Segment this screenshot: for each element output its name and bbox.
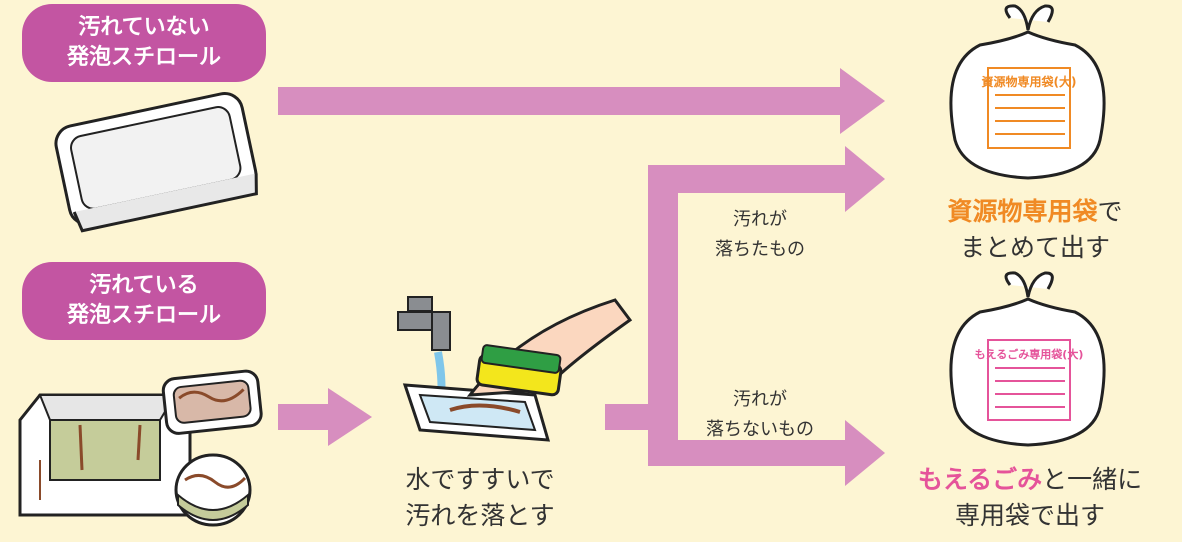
arrow-clean-to-resource (278, 68, 885, 134)
resource-highlight: 資源物専用袋 (947, 197, 1098, 226)
burnable-destination-line2: 専用袋で出す (954, 501, 1105, 530)
burnable-bag-illustration: もえるごみ専用袋(大) (949, 271, 1106, 447)
resource-destination-label: 資源物専用袋で まとめて出す (910, 194, 1160, 266)
clean-pill-line1: 汚れていない (78, 15, 210, 40)
branch-clean-line1: 汚れが (733, 209, 787, 230)
arrow-dirty-to-wash (278, 388, 372, 446)
resource-destination-line2: まとめて出す (959, 233, 1110, 262)
branch-dirty-line2: 落ちないもの (706, 419, 814, 440)
branch-dirty-label: 汚れが 落ちないもの (680, 385, 840, 445)
dirty-box-illustration (18, 393, 192, 517)
branch-clean-label: 汚れが 落ちたもの (690, 205, 830, 265)
resource-bag-text: 資源物専用袋(大) (982, 74, 1077, 89)
clean-tray-illustration (54, 92, 258, 233)
wash-label-line2: 汚れを落とす (405, 501, 555, 530)
burnable-destination-line1: もえるごみと一緒に (895, 462, 1165, 498)
dirty-tray-illustration (161, 369, 263, 435)
burnable-bag-text: もえるごみ専用袋(大) (975, 347, 1084, 361)
burnable-destination-label: もえるごみと一緒に 専用袋で出す (895, 462, 1165, 534)
dirty-pill-line2: 発泡スチロール (66, 303, 221, 328)
burnable-suffix: と一緒に (1042, 465, 1143, 494)
branch-dirty-line1: 汚れが (733, 389, 787, 410)
resource-destination-line1: 資源物専用袋で (910, 194, 1160, 230)
wash-label-line1: 水ですすいで (405, 465, 555, 494)
washing-illustration (397, 296, 633, 442)
arrow-wash-branch (605, 146, 885, 486)
branch-clean-line2: 落ちたもの (715, 239, 805, 260)
clean-styrofoam-pill: 汚れていない 発泡スチロール (22, 4, 266, 82)
wash-label: 水ですすいで 汚れを落とす (370, 462, 590, 534)
burnable-highlight: もえるごみ (917, 465, 1043, 494)
resource-bag-illustration: 資源物専用袋(大) (949, 4, 1106, 180)
dirty-styrofoam-pill: 汚れている 発泡スチロール (22, 262, 266, 340)
clean-pill-line2: 発泡スチロール (66, 45, 221, 70)
dirty-bowl-illustration (174, 453, 252, 527)
dirty-pill-line1: 汚れている (89, 273, 199, 298)
resource-suffix: で (1097, 197, 1123, 226)
